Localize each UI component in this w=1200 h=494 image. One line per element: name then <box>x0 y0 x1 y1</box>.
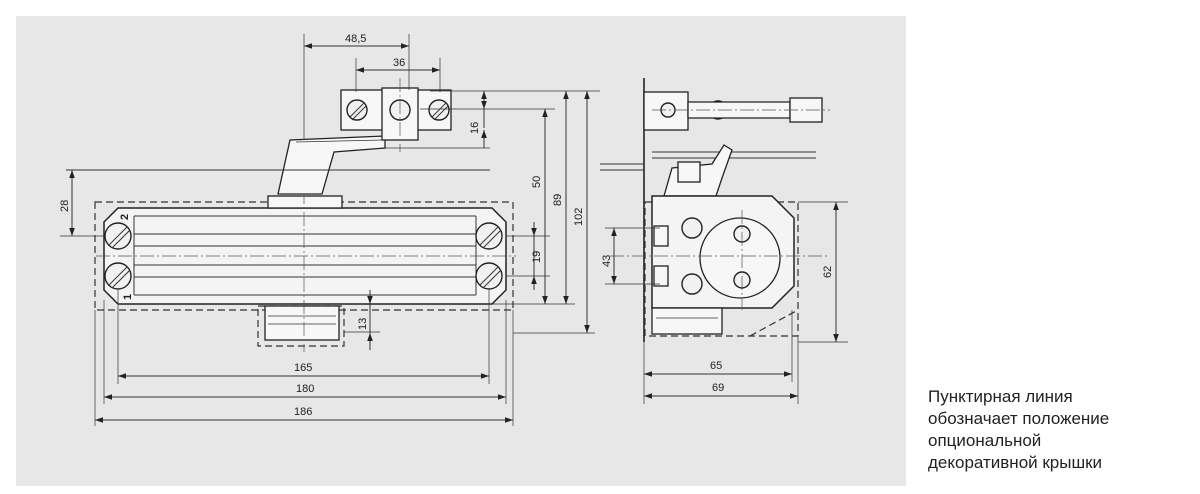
dim-180: 180 <box>296 383 314 395</box>
body-mark-2: 2 <box>119 214 131 220</box>
dim-62: 62 <box>822 266 834 278</box>
side-view: 43 62 65 69 <box>600 78 848 404</box>
caption-line: опциональной <box>928 431 1042 450</box>
dim-65: 65 <box>710 360 722 372</box>
dim-16: 16 <box>469 122 481 134</box>
dim-36: 36 <box>393 57 405 69</box>
dim-165: 165 <box>294 362 312 374</box>
technical-drawing-panel: 2 1 48,5 <box>16 16 906 486</box>
dim-43: 43 <box>601 255 613 267</box>
lever-arm <box>277 135 386 195</box>
door-closer-drawing: 2 1 48,5 <box>59 33 848 426</box>
dim-89: 89 <box>552 194 564 206</box>
screw-top-left <box>104 222 132 250</box>
dim-28: 28 <box>59 200 71 212</box>
dim-19: 19 <box>531 251 543 263</box>
caption-line: обозначает положение <box>928 409 1110 428</box>
caption-line: Пунктирная линия <box>928 387 1073 406</box>
caption-line: декоративной крышки <box>928 453 1103 472</box>
dim-186: 186 <box>294 406 312 418</box>
dim-69: 69 <box>712 382 724 394</box>
dim-48-5: 48,5 <box>345 33 366 45</box>
body-mark-1: 1 <box>122 294 134 300</box>
side-bottom-block <box>651 307 723 335</box>
side-drum <box>699 217 781 299</box>
dim-50: 50 <box>531 176 543 188</box>
side-cover-dashed <box>644 201 799 337</box>
cover-note-caption: Пунктирная линия обозначает положение оп… <box>928 386 1188 474</box>
front-view: 2 1 48,5 <box>59 33 600 426</box>
dim-13: 13 <box>357 318 369 330</box>
bottom-cover-dashed <box>257 305 345 347</box>
bottom-valve-block <box>264 305 340 341</box>
body-top-mount <box>267 195 343 209</box>
screw-bottom-right <box>475 262 503 290</box>
screw-bottom-left <box>104 262 132 290</box>
dim-102: 102 <box>573 208 585 226</box>
screw-top-right <box>475 222 503 250</box>
